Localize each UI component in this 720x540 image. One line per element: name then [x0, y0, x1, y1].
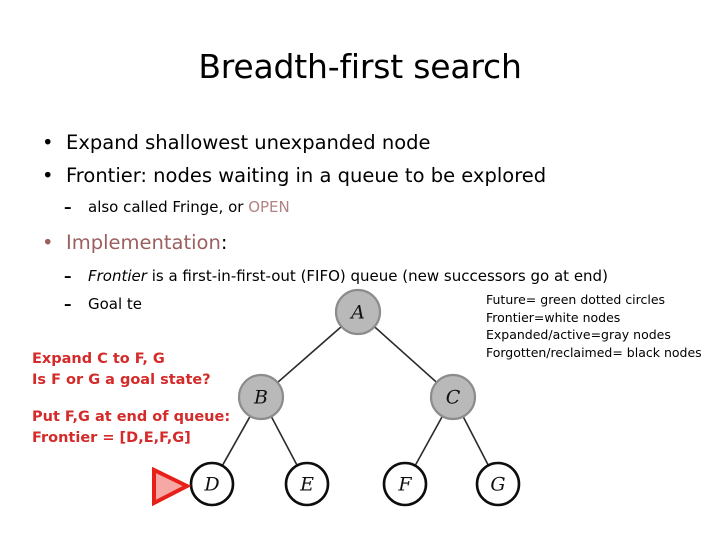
frontier-term: Frontier: [88, 267, 147, 285]
node-label-d: D: [203, 474, 219, 496]
tree-node-e[interactable]: E: [284, 461, 330, 507]
bullet-frontier-queue: • Frontier: nodes waiting in a queue to …: [28, 159, 694, 192]
node-label-e: E: [299, 474, 314, 496]
bullet-dash-icon: –: [64, 267, 72, 285]
legend-item-expanded: Expanded/active=gray nodes: [486, 327, 671, 342]
tree-edge-a-b: [276, 325, 343, 384]
annotation-spacer: [32, 391, 247, 407]
tree-node-c[interactable]: C: [429, 373, 477, 421]
tree-edge-c-f: [413, 415, 444, 467]
tree-edge-c-g: [461, 415, 490, 467]
subbullet-goal-test-truncated: – Goal te: [28, 291, 694, 317]
annotation-goal-question: Is F or G a goal state?: [32, 372, 211, 388]
subbullet-also-called-fringe: – also called Fringe, or OPEN: [28, 194, 694, 220]
bullet-dot-icon: •: [42, 131, 54, 154]
bullet-text-colon: :: [220, 231, 228, 254]
bullet-text: Expand shallowest unexpanded node: [66, 131, 431, 154]
node-circle: [475, 461, 521, 507]
subbullet-fifo-queue: – Frontier is a first-in-first-out (FIFO…: [28, 263, 694, 289]
tree-edge-b-e: [270, 415, 299, 467]
legend-item-frontier: Frontier=white nodes: [486, 309, 621, 325]
slide-body: • Expand shallowest unexpanded node • Fr…: [28, 126, 694, 317]
page-title: Breadth-first search: [198, 47, 522, 86]
legend-item-forgotten: Forgotten/reclaimed= black nodes: [486, 344, 702, 360]
subbullet-text: Goal te: [88, 295, 143, 313]
annotation-put-at-end: Put F,G at end of queue:: [32, 409, 231, 425]
node-circle: [429, 373, 477, 421]
bullet-expand-shallowest: • Expand shallowest unexpanded node: [28, 126, 694, 159]
bullet-dot-icon: •: [42, 164, 54, 187]
tree-node-g[interactable]: G: [475, 461, 521, 507]
open-keyword: OPEN: [248, 198, 290, 216]
bullet-text: Implementation: [66, 231, 221, 254]
bullet-dash-icon: –: [64, 295, 72, 313]
annotation-frontier-list: Frontier = [D,E,F,G]: [32, 430, 191, 446]
legend-item-future: Future= green dotted circles: [486, 292, 666, 307]
annotation-left: Expand C to F, G Is F or G a goal state?…: [32, 349, 247, 449]
subbullet-text: is a first-in-first-out (FIFO) queue (ne…: [146, 267, 608, 285]
node-circle: [189, 461, 235, 507]
tree-edges: [221, 325, 490, 467]
node-circle: [382, 461, 428, 507]
node-circle: [284, 461, 330, 507]
annotation-expand-c: Expand C to F, G: [32, 351, 165, 367]
node-label-f: F: [397, 474, 412, 496]
legend-block: Future= green dotted circles Frontier=wh…: [486, 291, 714, 361]
node-label-g: G: [490, 474, 505, 496]
node-label-c: C: [446, 387, 461, 409]
bullet-text: Frontier: nodes waiting in a queue to be…: [66, 164, 547, 187]
node-label-b: B: [253, 387, 268, 409]
red-triangle-pointer-icon[interactable]: [152, 466, 192, 507]
bullet-dot-icon: •: [42, 231, 54, 254]
tree-node-f[interactable]: F: [382, 461, 428, 507]
tree-edge-a-c: [373, 325, 438, 384]
bullet-dash-icon: –: [64, 198, 72, 216]
tree-node-d[interactable]: D: [189, 461, 235, 507]
subbullet-text: also called Fringe, or: [88, 198, 249, 216]
bullet-implementation: • Implementation:: [28, 226, 694, 259]
